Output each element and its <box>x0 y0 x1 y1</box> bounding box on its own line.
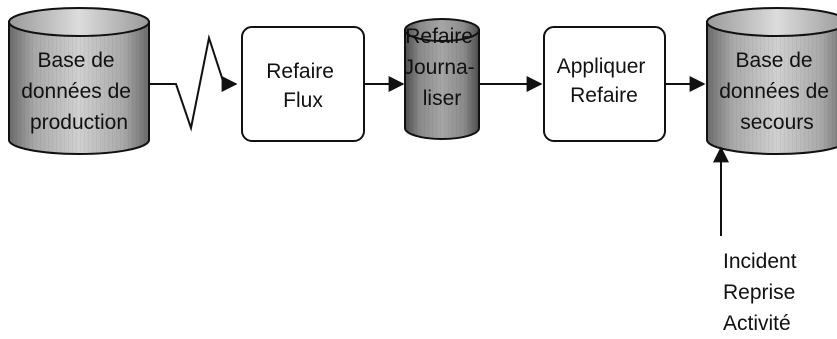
annotation-line-2: Reprise <box>723 281 795 304</box>
redo-log-line-2: Journa- <box>403 56 474 79</box>
production-db-line-2: données de <box>21 80 131 103</box>
apply-redo-label: Appliquer Refaire <box>557 55 652 107</box>
redo-log-line-1: Refaire <box>405 25 473 48</box>
redo-stream-line-1: Refaire <box>266 60 334 83</box>
redo-stream-box: Refaire Flux <box>241 26 365 142</box>
network-link-zigzag <box>149 34 238 132</box>
production-database-label: Base de données de production <box>21 49 137 134</box>
redo-log-label: Refaire Journa- liser <box>403 25 480 110</box>
redo-stream-line-2: Flux <box>283 89 323 112</box>
annotation-line-1: Incident <box>723 250 797 273</box>
redo-log-cylinder: Refaire Journa- liser <box>403 18 480 140</box>
apply-redo-line-1: Appliquer <box>557 55 646 78</box>
standby-database-cylinder: Base de données de secours <box>706 7 837 155</box>
production-db-line-1: Base de <box>38 49 115 72</box>
standby-db-line-3: secours <box>740 111 814 134</box>
apply-redo-line-2: Refaire <box>570 84 638 107</box>
redo-log-line-3: liser <box>423 87 462 110</box>
redo-stream-label: Refaire Flux <box>266 60 340 112</box>
apply-redo-box: Appliquer Refaire <box>543 26 666 142</box>
standby-db-line-1: Base de <box>736 49 813 72</box>
production-db-line-3: production <box>30 111 128 134</box>
standby-database-label: Base de données de secours <box>719 49 835 134</box>
standby-db-line-2: données de <box>719 80 829 103</box>
production-database-cylinder: Base de données de production <box>8 7 150 155</box>
annotation-line-3: Activité <box>723 312 791 335</box>
failover-annotation: Incident Reprise Activité <box>723 250 802 335</box>
